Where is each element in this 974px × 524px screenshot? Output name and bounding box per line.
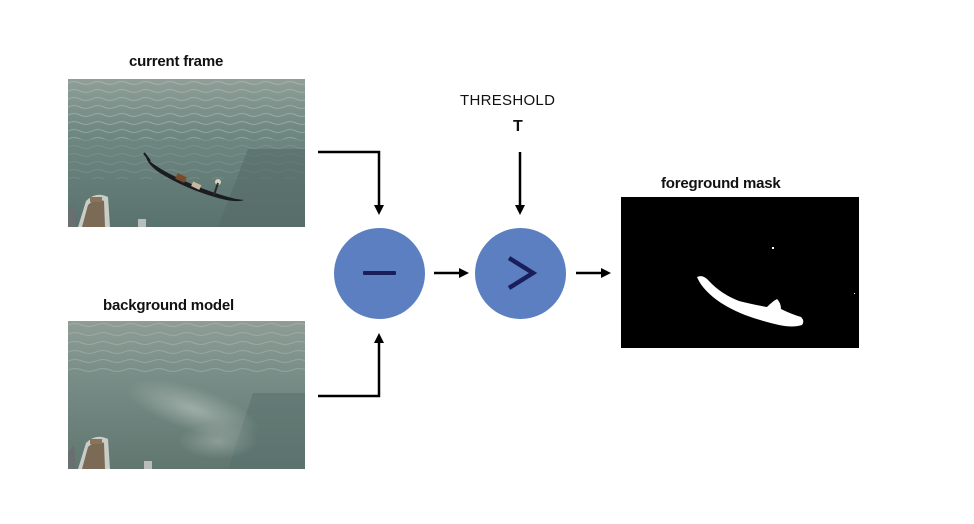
threshold-symbol: T	[513, 118, 523, 135]
foreground-blob	[697, 276, 804, 327]
subtract-operator	[334, 228, 425, 319]
background-model-image	[68, 321, 305, 469]
arrow-current-frame-to-subtract	[318, 150, 384, 215]
current-frame-image	[68, 79, 305, 227]
current-frame-label: current frame	[129, 53, 224, 70]
mask-background	[621, 197, 859, 348]
arrow-background-to-subtract	[318, 333, 384, 398]
compare-operator	[475, 228, 566, 319]
foreground-mask-label: foreground mask	[661, 175, 781, 192]
greater-than-icon	[507, 256, 538, 290]
foreground-mask-image	[621, 197, 859, 348]
minus-icon	[363, 271, 396, 275]
background-model-label: background model	[103, 297, 234, 314]
threshold-label: THRESHOLD	[460, 92, 556, 109]
